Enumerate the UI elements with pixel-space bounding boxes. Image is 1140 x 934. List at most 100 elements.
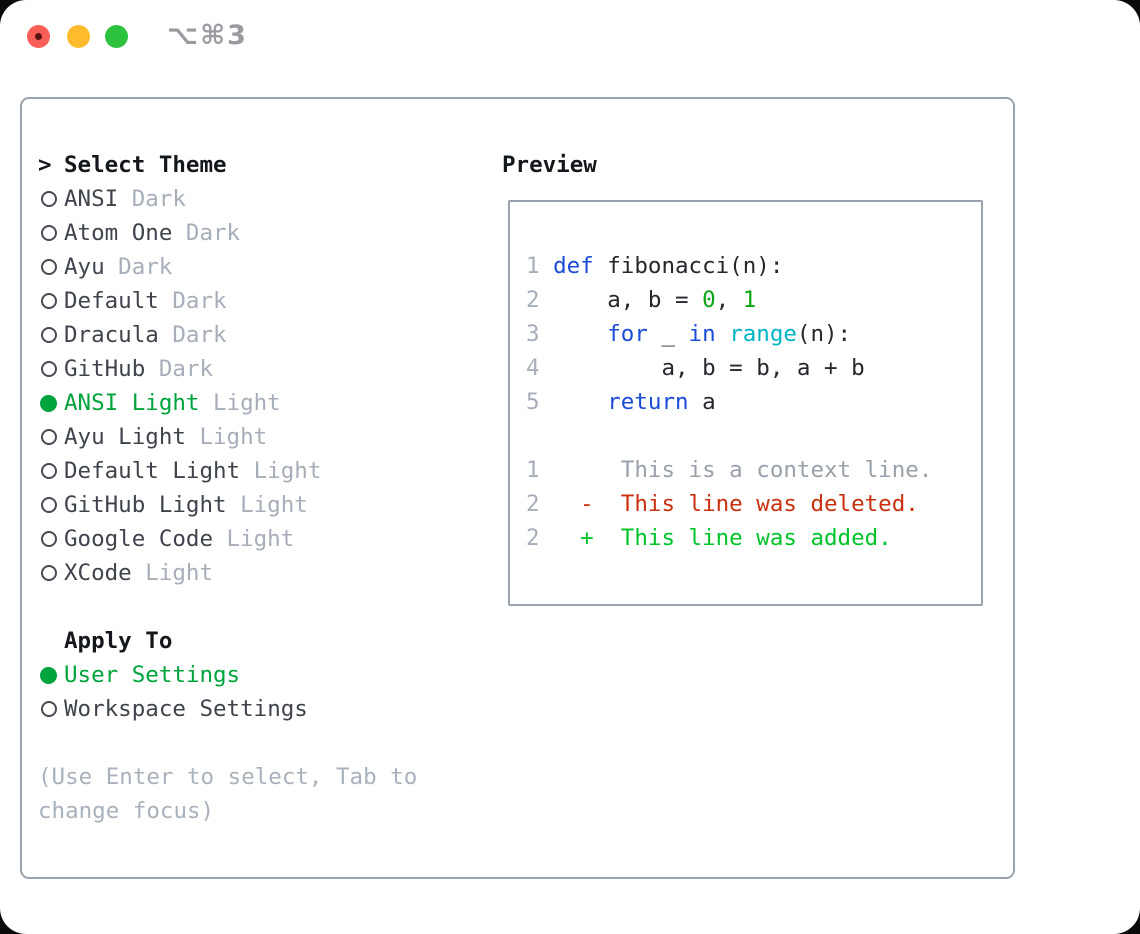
radio-icon[interactable]	[41, 191, 57, 207]
radio-icon[interactable]	[41, 259, 57, 275]
code-line: 5 return a	[526, 385, 981, 419]
radio-icon[interactable]	[41, 531, 57, 547]
code-token: This is a context line.	[553, 457, 933, 483]
theme-name: Google Code	[64, 526, 214, 552]
apply-option-workspace-settings[interactable]: Workspace Settings	[38, 692, 417, 726]
radio-cell	[38, 463, 64, 479]
theme-option-google-code[interactable]: Google Code Light	[38, 522, 417, 556]
code-token: in	[688, 321, 716, 347]
spacer	[38, 726, 417, 760]
radio-cell	[38, 531, 64, 547]
theme-name: ANSI Light	[64, 390, 200, 416]
theme-name: XCode	[64, 560, 132, 586]
apply-option-label: Workspace Settings	[64, 696, 308, 722]
theme-name: Dracula	[64, 322, 159, 348]
line-number: 2	[526, 491, 540, 517]
theme-option-xcode[interactable]: XCode Light	[38, 556, 417, 590]
theme-variant: Light	[213, 390, 281, 416]
radio-icon[interactable]	[41, 225, 57, 241]
help-text-line: change focus)	[38, 798, 215, 824]
theme-name: GitHub Light	[64, 492, 227, 518]
line-number: 5	[526, 389, 540, 415]
code-line: 2 a, b = 0, 1	[526, 283, 981, 317]
radio-cell	[38, 565, 64, 581]
help-text-line: (Use Enter to select, Tab to	[38, 764, 418, 790]
theme-variant: Dark	[172, 322, 227, 348]
code-line: 2 + This line was added.	[526, 521, 981, 555]
radio-icon[interactable]	[41, 429, 57, 445]
code-token: (n):	[796, 321, 852, 347]
theme-name: Ayu Light	[64, 424, 186, 450]
code-token: def	[553, 253, 594, 279]
minimize-button[interactable]	[67, 25, 90, 48]
code-token: ,	[715, 287, 743, 313]
theme-variant: Dark	[118, 254, 173, 280]
line-number: 1	[526, 457, 540, 483]
theme-option-github[interactable]: GitHub Dark	[38, 352, 417, 386]
theme-name: GitHub	[64, 356, 146, 382]
line-number: 3	[526, 321, 540, 347]
code-token	[553, 389, 607, 415]
code-token: for	[607, 321, 648, 347]
radio-icon[interactable]	[41, 361, 57, 377]
code-line: 1 def fibonacci(n):	[526, 249, 981, 283]
theme-variant: Light	[145, 560, 213, 586]
radio-cell	[38, 429, 64, 445]
theme-option-github-light[interactable]: GitHub Light Light	[38, 488, 417, 522]
spacer	[38, 590, 417, 624]
code-token	[553, 321, 607, 347]
theme-name: ANSI	[64, 186, 119, 212]
radio-cell	[38, 327, 64, 343]
code-token: return	[607, 389, 689, 415]
zoom-button[interactable]	[105, 25, 128, 48]
code-token: a, b = b, a + b	[553, 355, 865, 381]
theme-variant: Light	[240, 492, 308, 518]
radio-selected-icon[interactable]	[40, 394, 57, 412]
code-token: 1	[742, 287, 757, 313]
apply-option-label: User Settings	[64, 662, 241, 688]
radio-cell	[38, 293, 64, 309]
theme-option-ayu-light[interactable]: Ayu Light Light	[38, 420, 417, 454]
theme-option-ayu[interactable]: Ayu Dark	[38, 250, 417, 284]
code-token: fibonacci(n):	[593, 253, 784, 279]
help-text: (Use Enter to select, Tab to change focus…	[38, 760, 417, 828]
radio-icon[interactable]	[41, 565, 57, 581]
radio-icon[interactable]	[41, 293, 57, 309]
radio-cell	[38, 666, 64, 684]
theme-name: Default	[64, 288, 159, 314]
radio-icon[interactable]	[41, 497, 57, 513]
code-line: 3 for _ in range(n):	[526, 317, 981, 351]
code-token: range	[729, 321, 797, 347]
line-number: 2	[526, 287, 540, 313]
radio-cell	[38, 701, 64, 717]
apply-option-user-settings[interactable]: User Settings	[38, 658, 417, 692]
theme-name: Ayu	[64, 254, 105, 280]
theme-variant: Dark	[158, 356, 213, 382]
radio-cell	[38, 225, 64, 241]
code-line: 4 a, b = b, a + b	[526, 351, 981, 385]
preview-title: Preview	[502, 152, 597, 178]
radio-cell	[38, 191, 64, 207]
theme-variant: Light	[226, 526, 295, 552]
theme-name: Default Light	[64, 458, 241, 484]
theme-variant: Light	[199, 424, 268, 450]
radio-selected-icon[interactable]	[40, 666, 57, 684]
line-number: 1	[526, 253, 540, 279]
radio-icon[interactable]	[41, 327, 57, 343]
window-shortcut-label: ⌥⌘3	[167, 20, 248, 51]
close-button[interactable]	[27, 25, 50, 48]
theme-option-ansi-light[interactable]: ANSI Light Light	[38, 386, 417, 420]
theme-option-dracula[interactable]: Dracula Dark	[38, 318, 417, 352]
radio-icon[interactable]	[41, 463, 57, 479]
radio-icon[interactable]	[41, 701, 57, 717]
